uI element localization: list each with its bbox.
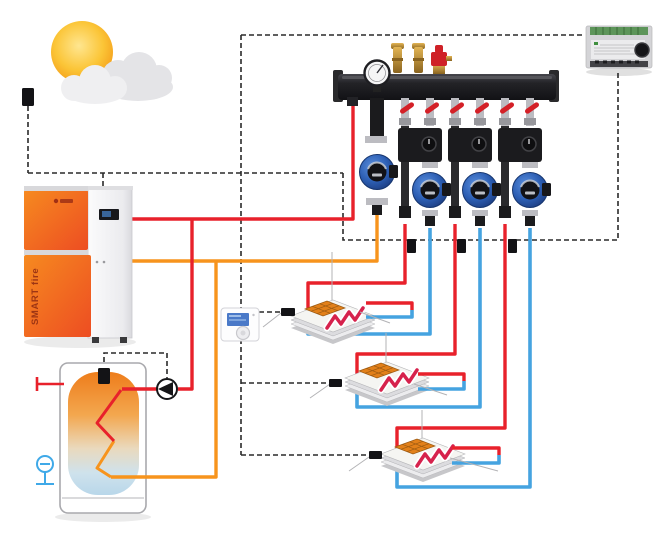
pump-group-3 <box>461 162 502 226</box>
manifold-sensor-3 <box>508 239 517 253</box>
loop1-bracket-supply <box>366 301 414 310</box>
boiler-supply-pipe <box>130 100 355 221</box>
floor-sensor-2 <box>329 379 342 387</box>
drain-valve-icon <box>36 455 54 485</box>
air-vent-icon <box>412 43 425 73</box>
floor-sensor-1 <box>281 308 295 316</box>
tank-sensor-wire <box>103 352 168 378</box>
loop2-bracket-return <box>418 381 466 391</box>
loop3-leaders <box>348 410 499 472</box>
tank-coil-lower <box>95 440 116 479</box>
loop2-leaders <box>309 333 448 399</box>
controller-knob <box>634 42 650 58</box>
pump-manifold <box>333 43 559 253</box>
loop3-return <box>395 228 532 489</box>
pump-group-2 <box>411 162 452 226</box>
boiler-shadow <box>24 336 136 348</box>
loop2-bracket-supply <box>418 372 466 381</box>
heating-controller <box>585 25 653 69</box>
tank-sensor <box>98 368 110 384</box>
manifold-sensor-1 <box>407 239 416 253</box>
tank-supply-branch <box>178 219 194 391</box>
buffer-tank <box>59 362 147 514</box>
terminal-strip-bottom <box>590 61 648 67</box>
loop1-leaders <box>262 252 391 328</box>
cloud-front-icon <box>61 65 127 104</box>
loop1-supply <box>306 224 407 308</box>
loop3-bracket-supply <box>452 446 501 455</box>
terminal-strip-top <box>590 27 648 35</box>
controller-shadow <box>586 68 652 76</box>
pump-group-4 <box>511 162 552 226</box>
loop-end-connections <box>262 252 501 472</box>
pellet-boiler: SMART fire <box>24 186 133 343</box>
manifold-sensor-2 <box>457 239 466 253</box>
boiler-top-door <box>24 190 88 250</box>
boiler-label: SMART fire <box>30 268 41 325</box>
manifold-bar <box>338 74 556 100</box>
loop2-return <box>355 228 482 409</box>
ball-valves <box>399 98 540 126</box>
tank-coil-upper <box>95 389 123 443</box>
weather-illustration <box>51 21 173 104</box>
tank-body <box>68 372 139 495</box>
safety-valve-icon <box>431 45 452 74</box>
outdoor-sensor <box>22 88 34 106</box>
boiler-logo <box>53 198 73 204</box>
tank-fittings <box>36 368 178 485</box>
room-thermostat <box>220 307 260 342</box>
loop2-supply <box>355 224 457 374</box>
tank-shadow <box>55 512 151 522</box>
pump-group-1 <box>358 98 399 215</box>
loop3-supply <box>395 224 507 449</box>
mixing-valves <box>398 128 542 162</box>
tank-top-fitting <box>35 377 64 391</box>
boiler-bottom-door <box>24 255 91 337</box>
boiler-return-pipe <box>130 215 379 263</box>
circulation-pump-icon <box>156 378 178 400</box>
loop1-bracket-return <box>366 310 414 319</box>
floor-sensor-3 <box>369 451 382 459</box>
tank-return-pipe <box>111 261 218 479</box>
pressure-gauge-icon <box>363 59 391 92</box>
air-vent-icon <box>391 43 404 73</box>
